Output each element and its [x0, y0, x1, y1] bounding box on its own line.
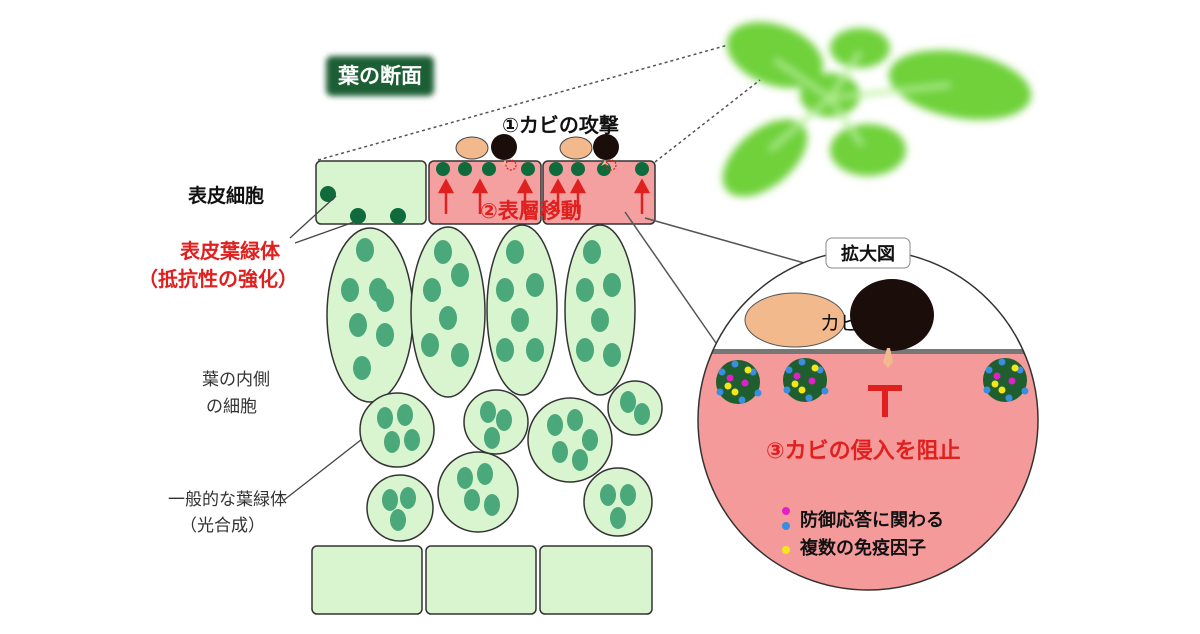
epidermal-chloroplast-note: （抵抗性の強化） — [138, 267, 298, 291]
leaf-section-title: 葉の断面 — [337, 64, 422, 88]
bottom-epidermis — [311, 545, 653, 615]
magnifier-connector — [624, 211, 823, 344]
epidermal-cell-active-2 — [542, 160, 656, 225]
epidermis-row: ①カビの攻撃 ②表層移動 — [315, 113, 656, 225]
legend-line-1: 防御応答に関わる — [800, 509, 944, 531]
immune-chloroplast-1 — [716, 360, 762, 404]
plant-rosette-icon — [722, 22, 1032, 197]
legend-line-2: 複数の免疫因子 — [799, 537, 926, 559]
general-chloroplast-note: （光合成） — [180, 516, 265, 536]
general-chloroplast-label: 一般的な葉緑体 — [168, 490, 287, 510]
immune-factor-legend: 防御応答に関わる 複数の免疫因子 — [782, 507, 944, 559]
fungus-small-2 — [559, 134, 619, 171]
surface-move-label: ②表層移動 — [480, 199, 582, 223]
inner-cell-label-1: 葉の内側 — [202, 370, 270, 390]
fungus-small-1 — [455, 134, 517, 171]
T-block-icon — [868, 385, 902, 417]
inner-cell-label-2: の細胞 — [206, 397, 257, 417]
magnified-view: カビ — [697, 237, 1039, 591]
fungus-label: カビ — [820, 311, 860, 335]
epidermal-chloroplast-label: 表皮葉緑体 — [180, 239, 281, 263]
left-labels: 表皮細胞 表皮葉緑体 （抵抗性の強化） 葉の内側 の細胞 一般的な葉緑体 （光合… — [138, 184, 298, 536]
epidermal-cell-label: 表皮細胞 — [188, 184, 264, 207]
block-invasion-label: ③カビの侵入を阻止 — [766, 438, 961, 464]
spongy-cells — [359, 380, 663, 542]
fungal-attack-label: ①カビの攻撃 — [502, 113, 619, 137]
immune-chloroplast-2 — [783, 358, 829, 402]
leaf-section-label: 葉の断面 — [326, 56, 434, 96]
zoom-dotted-lines — [317, 44, 761, 163]
magnified-title: 拡大図 — [841, 243, 895, 265]
palisade-cells — [326, 224, 636, 403]
immune-chloroplast-3 — [983, 358, 1029, 402]
magnified-label: 拡大図 — [825, 237, 911, 269]
